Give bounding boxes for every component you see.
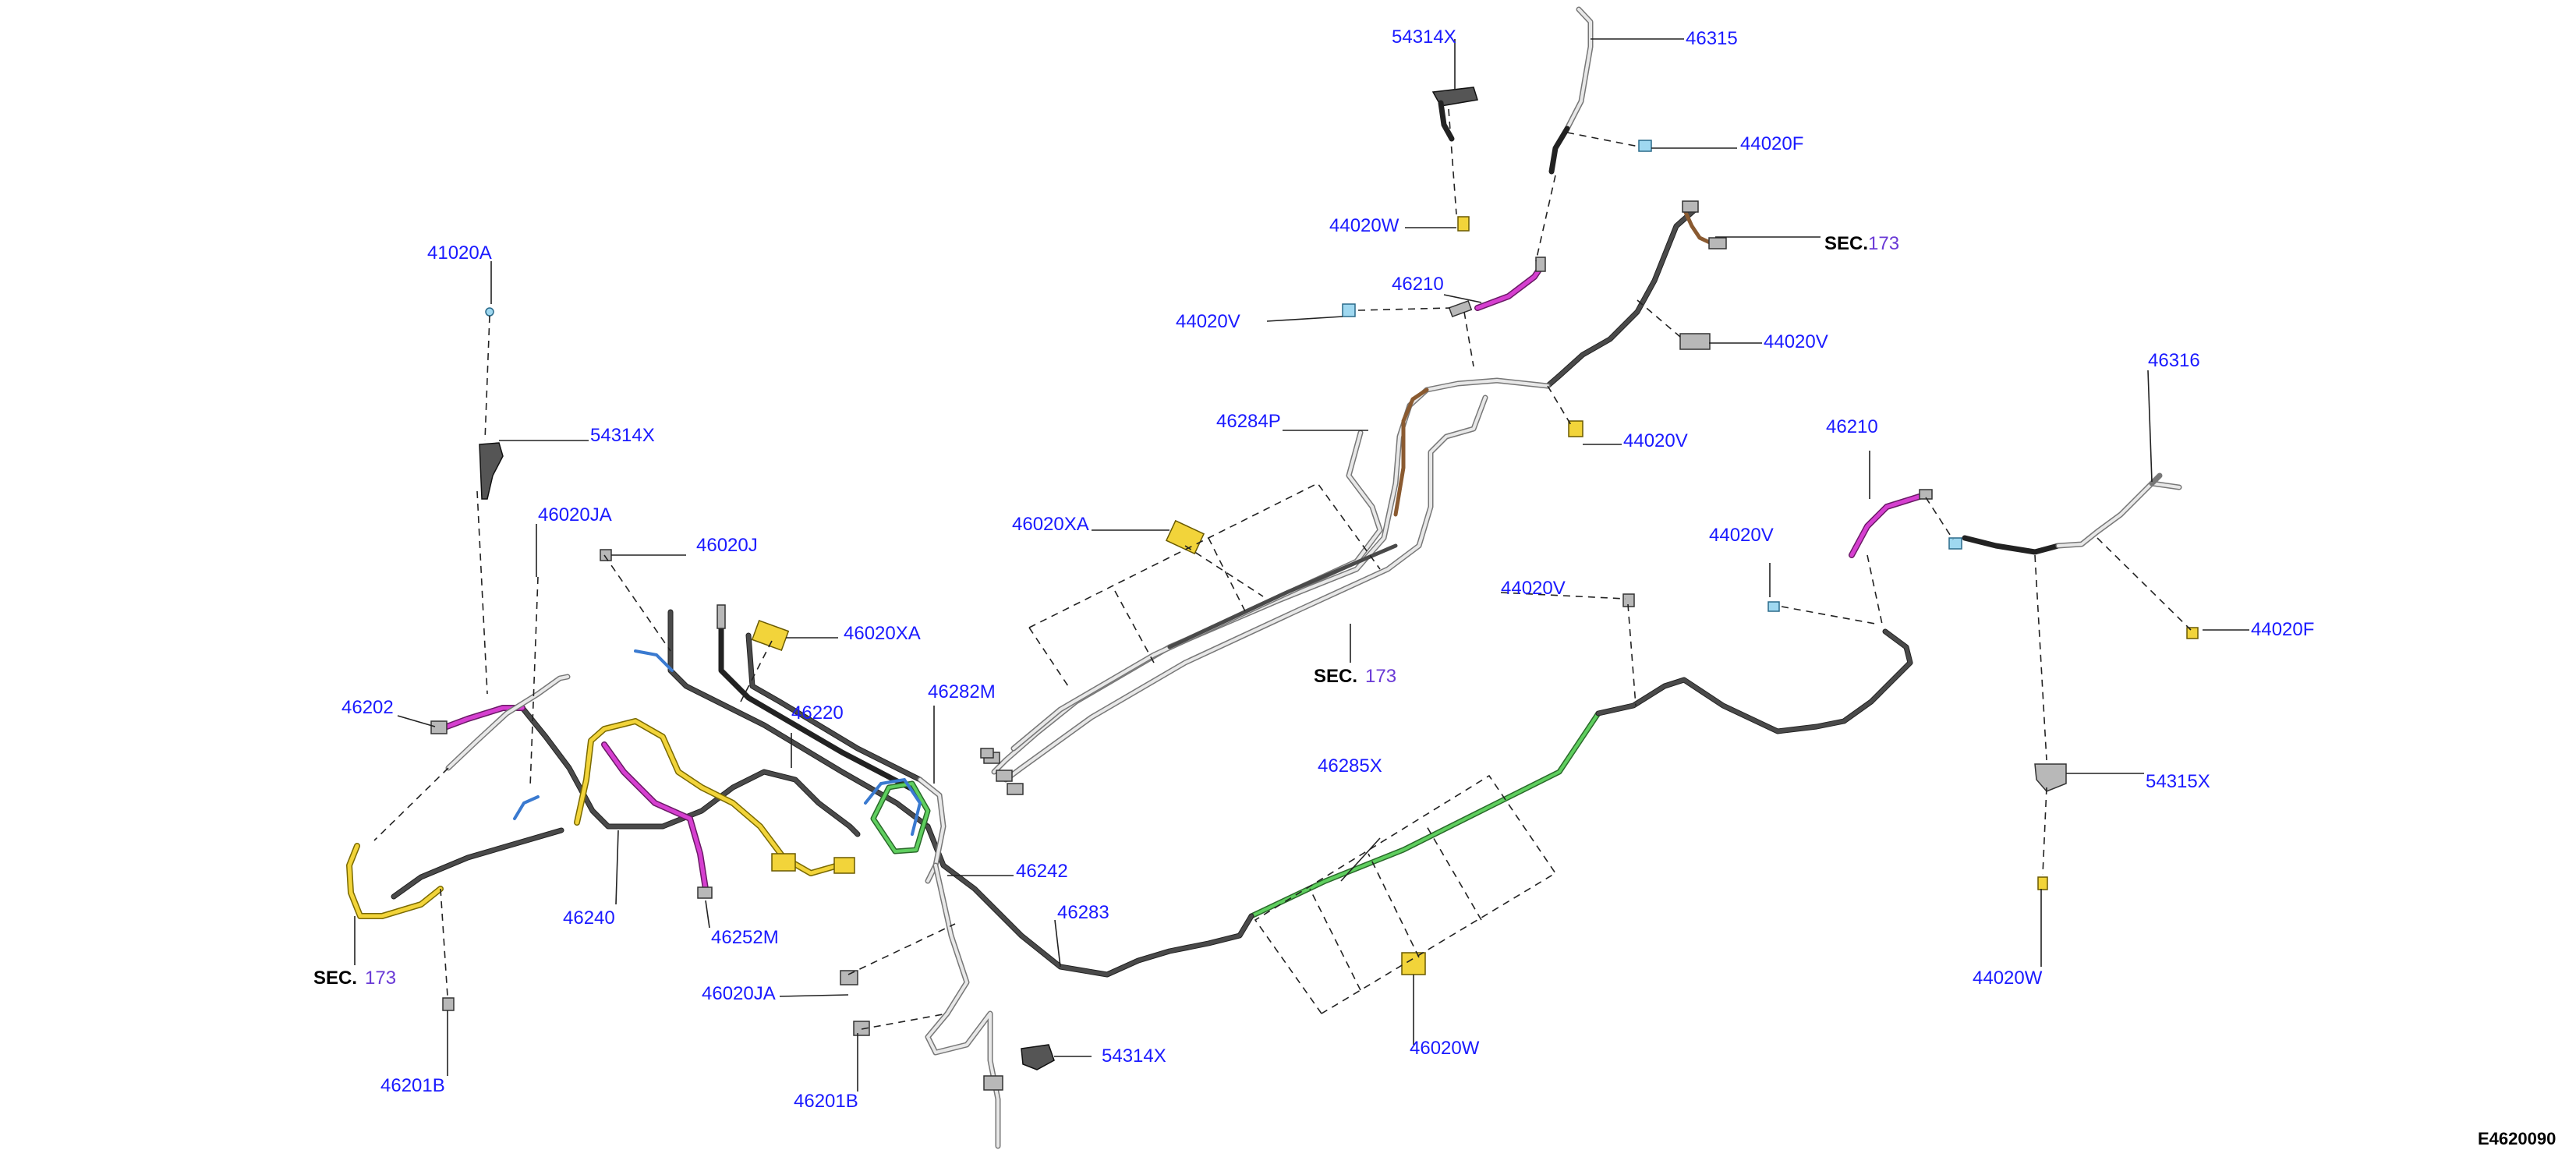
bracket-54315X [2034, 763, 2067, 792]
part-labels: 54314X 46315 44020F 44020W 46210 44020V … [341, 27, 2314, 1112]
clip-44020V-b [1679, 333, 1711, 350]
label-46252M: 46252M [711, 927, 779, 948]
label-46315: 46315 [1686, 28, 1738, 49]
label-44020V-right: 44020V [1709, 525, 1774, 546]
clip-46020XA-a [1165, 519, 1205, 555]
sec-ref-left: SEC.173 [313, 968, 396, 989]
label-44020V-c: 44020V [1623, 430, 1688, 451]
label-44020F-right: 44020F [2251, 619, 2314, 640]
label-46020JA-bottom: 46020JA [702, 983, 776, 1004]
pipe-bundle-center [983, 377, 1551, 795]
label-46201B-left: 46201B [380, 1075, 445, 1096]
label-46210-right: 46210 [1826, 416, 1878, 437]
clip-44020W-top [1457, 216, 1470, 232]
label-44020V-mid: 44020V [1501, 578, 1566, 599]
label-54314X-bottom: 54314X [1102, 1046, 1166, 1067]
label-46020J: 46020J [696, 535, 758, 556]
label-46020JA-top: 46020JA [538, 504, 612, 525]
clips [442, 140, 2199, 1036]
bracket-54314X-left [479, 307, 504, 500]
pipework [346, 6, 2199, 1149]
bracket-54314X-top [1431, 87, 1478, 142]
clip-44020V-mid [1622, 593, 1635, 607]
pipe-right-lower [1595, 628, 1913, 734]
label-46282M: 46282M [928, 681, 996, 702]
label-44020W-right: 44020W [1973, 968, 2043, 989]
pipe-yellow-left [346, 718, 855, 919]
hose-46210-top [1448, 257, 1546, 318]
label-46202: 46202 [341, 697, 394, 718]
label-46284P: 46284P [1216, 411, 1281, 432]
clip-44020F-right [2186, 627, 2199, 639]
pipe-blue-small [513, 649, 674, 820]
pipe-46202 [445, 674, 571, 771]
junction-46282M [864, 777, 947, 884]
clip-44020W-right [2037, 876, 2048, 890]
clip-46220-top [717, 604, 726, 629]
sec-ref-middle: SEC.173 [1314, 666, 1396, 687]
clip-46201B-left [442, 997, 455, 1011]
pipe-upper-right [1545, 200, 1727, 389]
label-46210-top: 46210 [1392, 274, 1444, 295]
solid-leaders [354, 38, 2249, 1092]
hose-left [430, 705, 713, 899]
clip-46020JA-bottom [840, 970, 858, 985]
sec-ref-top-right: SEC.173 [1824, 233, 1899, 254]
clip-junction [980, 748, 994, 759]
label-44020W-top: 44020W [1329, 215, 1399, 236]
label-54314X-top: 54314X [1392, 27, 1456, 48]
label-46283: 46283 [1057, 902, 1109, 923]
pipe-left-main [391, 609, 1254, 978]
pipe-46316 [1948, 472, 2182, 555]
label-46020W: 46020W [1410, 1038, 1480, 1059]
label-54315X: 54315X [2146, 771, 2210, 792]
clip-46201B-bottom [853, 1021, 870, 1036]
pipe-bottom-loop [925, 862, 1055, 1149]
label-44020V-a: 44020V [1176, 311, 1240, 332]
clip-46020W [1401, 952, 1426, 975]
clip-46020J [600, 549, 612, 561]
clip-46020XA-b [751, 619, 790, 652]
label-46285X: 46285X [1318, 755, 1382, 777]
label-46242: 46242 [1016, 861, 1068, 882]
clip-44020V-right [1767, 601, 1780, 612]
label-44020F-top: 44020F [1740, 133, 1803, 154]
pipe-46285X [1248, 710, 1601, 919]
label-46316: 46316 [2148, 350, 2200, 371]
section-references: SEC.173 SEC.173 SEC.173 [313, 233, 1899, 989]
diagram-reference-code: E4620090 [2478, 1129, 2556, 1148]
label-46020XA-a: 46020XA [1012, 514, 1089, 535]
label-54314X-left: 54314X [590, 425, 655, 446]
clip-44020V-c [1568, 420, 1583, 437]
clip-44020V-a [1342, 303, 1356, 317]
dashed-leaders [373, 108, 2192, 1030]
label-41020A: 41020A [427, 242, 492, 264]
label-46020XA-b: 46020XA [844, 623, 921, 644]
label-46201B-bottom: 46201B [794, 1091, 858, 1112]
label-44020V-b: 44020V [1764, 331, 1828, 352]
pipe-46315 [1548, 6, 1594, 175]
clip-44020F-top [1638, 140, 1652, 152]
label-46220: 46220 [791, 702, 844, 724]
hose-46210-right [1849, 489, 1933, 558]
label-46240: 46240 [563, 908, 615, 929]
